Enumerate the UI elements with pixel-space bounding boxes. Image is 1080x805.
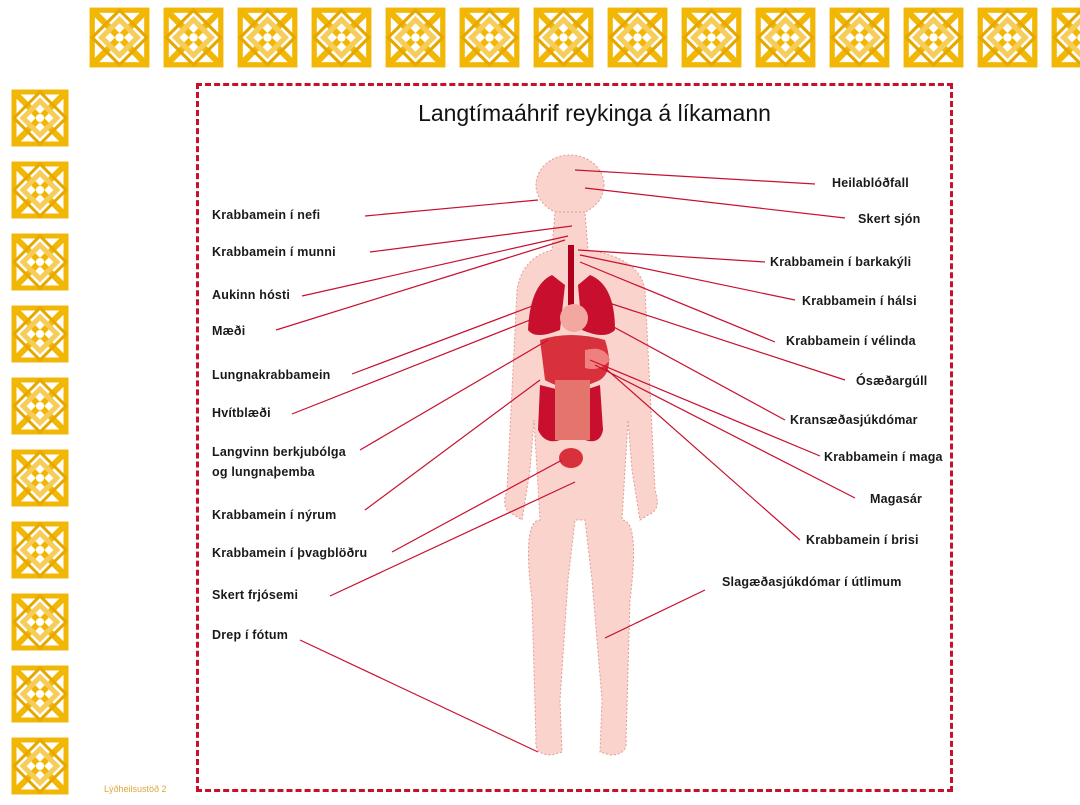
label-kransaed: Kransæðasjúkdómar [790, 413, 918, 427]
label-slagaed: Slagæðasjúkdómar í útlimum [722, 575, 902, 589]
label-barkakyl: Krabbamein í barkakýli [770, 255, 911, 269]
label-fotum: Drep í fótum [212, 628, 288, 642]
label-berkju-1: Langvinn berkjubólga [212, 445, 346, 459]
footer-credit: Lýðheilsustöð 2 [104, 784, 167, 794]
label-maedi: Mæði [212, 324, 245, 338]
label-velinda: Krabbamein í vélinda [786, 334, 916, 348]
label-munni: Krabbamein í munni [212, 245, 336, 259]
label-frjosemi: Skert frjósemi [212, 588, 298, 602]
label-sjon: Skert sjón [858, 212, 920, 226]
label-magasar: Magasár [870, 492, 922, 506]
label-lungna: Lungnakrabbamein [212, 368, 331, 382]
label-nefi: Krabbamein í nefi [212, 208, 320, 222]
label-thvagbl: Krabbamein í þvagblöðru [212, 546, 367, 560]
label-osaedar: Ósæðargúll [856, 374, 927, 388]
label-halsi: Krabbamein í hálsi [802, 294, 917, 308]
label-heilabl: Heilablóðfall [832, 176, 909, 190]
label-maga: Krabbamein í maga [824, 450, 943, 464]
label-brisi: Krabbamein í brisi [806, 533, 919, 547]
label-nyrum: Krabbamein í nýrum [212, 508, 336, 522]
label-hvitblaedi: Hvítblæði [212, 406, 271, 420]
label-berkju-2: og lungnaþemba [212, 465, 315, 479]
label-hosti: Aukinn hósti [212, 288, 290, 302]
